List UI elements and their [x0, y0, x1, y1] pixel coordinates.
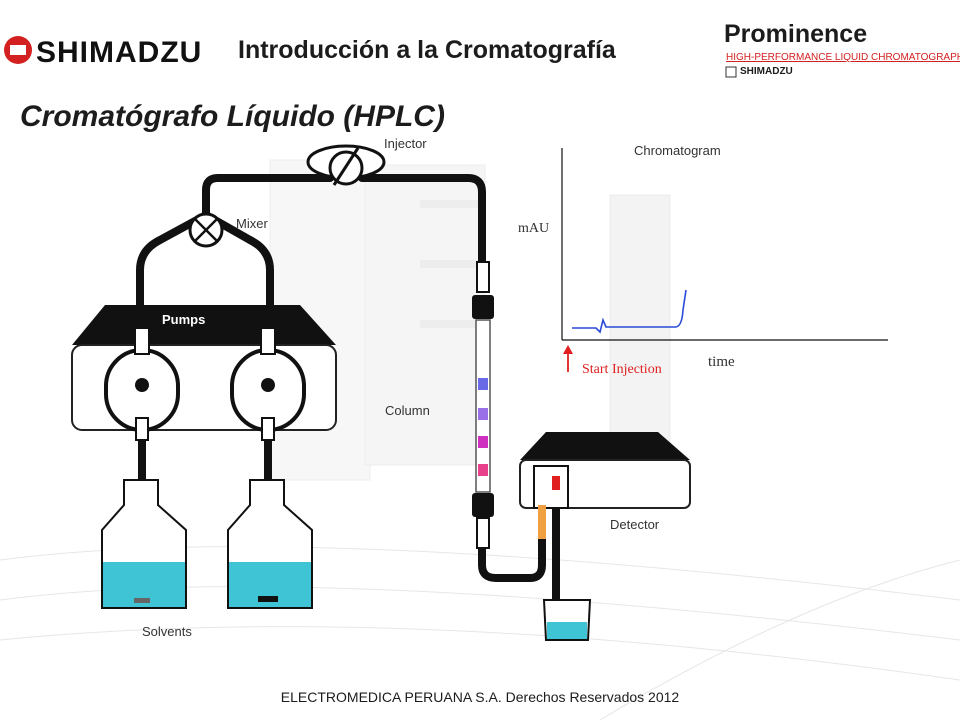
small-brand-logo: SHIMADZU: [740, 66, 793, 77]
injector-label: Injector: [384, 136, 427, 151]
product-name: Prominence: [724, 20, 868, 48]
y-axis-label: mAU: [518, 221, 550, 236]
mixer-icon: [188, 212, 224, 248]
slide-title: Cromatógrafo Líquido (HPLC): [20, 100, 445, 133]
solvent-bottle-right: [227, 479, 313, 609]
pump-unit: [71, 305, 337, 441]
svg-text:SHIMADZU: SHIMADZU: [36, 36, 202, 69]
header-title: Introducción a la Cromatografía: [238, 36, 616, 64]
column-label: Column: [385, 403, 430, 418]
product-subtitle: HIGH-PERFORMANCE LIQUID CHROMATOGRAPH: [726, 52, 960, 63]
background-lines: [0, 546, 960, 720]
injector-icon: [306, 144, 386, 186]
waste-beaker: [542, 599, 592, 641]
x-axis-label: time: [708, 354, 735, 370]
solvent-bottle-left: [101, 479, 187, 609]
pumps-label: Pumps: [162, 312, 206, 327]
mixer-label: Mixer: [236, 216, 268, 231]
detector-label: Detector: [610, 517, 660, 532]
small-logo-icon: [725, 66, 737, 78]
start-injection-label: Start Injection: [582, 362, 662, 377]
footer-text: ELECTROMEDICA PERUANA S.A. Derechos Rese…: [280, 689, 680, 705]
detector-unit: [519, 432, 691, 539]
chromatogram-trace: [572, 289, 687, 334]
chromatogram-label: Chromatogram: [634, 143, 721, 158]
shimadzu-logo: SHIMADZU: [4, 36, 202, 69]
chromatogram-plot: [561, 148, 888, 372]
column: [472, 261, 494, 549]
solvents-label: Solvents: [142, 624, 192, 639]
